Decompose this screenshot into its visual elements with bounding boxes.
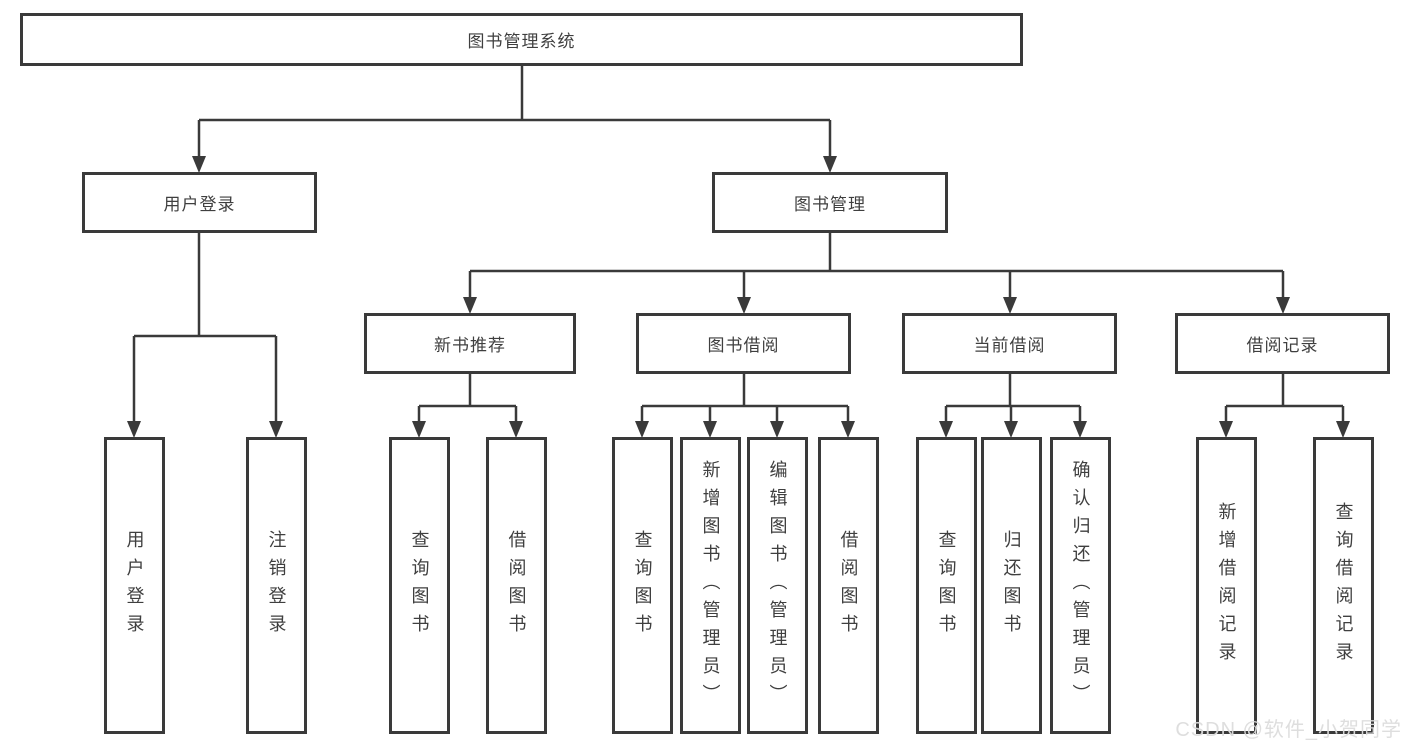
node-book-borrow-label: 图书借阅 [707, 336, 780, 355]
leaf-cb-return-books-label: 归还图书 [1001, 529, 1022, 642]
leaf-bb-edit-books-admin-label: 编辑图书（管理员） [767, 459, 788, 712]
node-current-borrow: 当前借阅 [902, 313, 1117, 374]
leaf-nbr-borrow-books: 借阅图书 [486, 437, 547, 734]
node-user-login: 用户登录 [82, 172, 317, 233]
node-user-login-label: 用户登录 [163, 195, 236, 214]
leaf-logout: 注销登录 [246, 437, 307, 734]
leaf-br-query-record: 查询借阅记录 [1313, 437, 1374, 734]
leaf-bb-query-books-label: 查询图书 [632, 529, 653, 642]
node-new-book-recommend: 新书推荐 [364, 313, 576, 374]
leaf-nbr-query-books-label: 查询图书 [409, 529, 430, 642]
leaf-logout-label: 注销登录 [266, 529, 287, 642]
leaf-bb-edit-books-admin: 编辑图书（管理员） [747, 437, 808, 734]
leaf-user-login: 用户登录 [104, 437, 165, 734]
leaf-user-login-label: 用户登录 [124, 529, 145, 642]
leaf-cb-confirm-return-admin: 确认归还（管理员） [1050, 437, 1111, 734]
node-current-borrow-label: 当前借阅 [973, 336, 1046, 355]
leaf-cb-confirm-return-admin-label: 确认归还（管理员） [1070, 459, 1091, 712]
leaf-bb-add-books-admin: 新增图书（管理员） [680, 437, 741, 734]
node-book-management-label: 图书管理 [794, 195, 866, 214]
leaf-bb-add-books-admin-label: 新增图书（管理员） [700, 459, 721, 712]
node-book-management: 图书管理 [712, 172, 948, 233]
node-root-label: 图书管理系统 [467, 32, 576, 51]
leaf-br-query-record-label: 查询借阅记录 [1333, 501, 1354, 670]
leaf-nbr-query-books: 查询图书 [389, 437, 450, 734]
leaf-cb-query-books-label: 查询图书 [936, 529, 957, 642]
csdn-watermark: CSDN @软件_小贺同学 [1175, 719, 1402, 741]
leaf-bb-borrow-books: 借阅图书 [818, 437, 879, 734]
node-new-book-recommend-label: 新书推荐 [434, 336, 506, 355]
arrowheads [127, 156, 1350, 438]
node-borrow-records: 借阅记录 [1175, 313, 1390, 374]
leaf-cb-query-books: 查询图书 [916, 437, 977, 734]
leaf-bb-query-books: 查询图书 [612, 437, 673, 734]
node-root-library-system: 图书管理系统 [20, 13, 1023, 66]
leaf-bb-borrow-books-label: 借阅图书 [838, 529, 859, 642]
leaf-br-add-record: 新增借阅记录 [1196, 437, 1257, 734]
leaf-cb-return-books: 归还图书 [981, 437, 1042, 734]
node-book-borrow: 图书借阅 [636, 313, 851, 374]
node-borrow-records-label: 借阅记录 [1246, 336, 1319, 355]
leaf-nbr-borrow-books-label: 借阅图书 [506, 529, 527, 642]
leaf-br-add-record-label: 新增借阅记录 [1216, 501, 1237, 670]
